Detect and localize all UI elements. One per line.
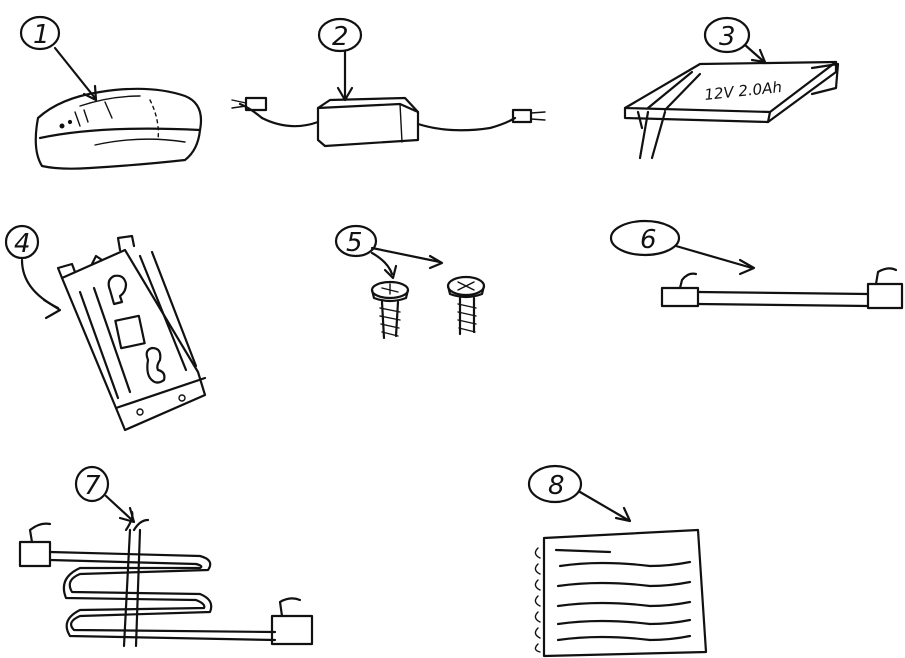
coiled-cable-icon <box>20 512 312 646</box>
battery-pack-icon: 12V 2.0Ah <box>625 62 838 158</box>
callout-3: 3 <box>705 18 749 52</box>
callout-1: 1 <box>21 17 59 50</box>
arrow-line <box>22 260 58 308</box>
mounting-bracket-icon <box>58 236 205 430</box>
arrow-head <box>44 300 60 318</box>
item-2: 2 <box>232 19 545 146</box>
item-8: 8 <box>529 466 706 656</box>
callout-number: 7 <box>84 471 101 501</box>
arrow-line <box>55 48 95 98</box>
screw-left <box>372 282 408 338</box>
screws-icon <box>372 277 484 338</box>
callout-5: 5 <box>336 226 376 258</box>
item-4: 4 <box>6 226 205 430</box>
screw-right <box>448 277 484 334</box>
callout-2: 2 <box>319 19 361 52</box>
callout-number: 5 <box>346 228 363 258</box>
callout-7: 7 <box>76 467 108 501</box>
callout-number: 8 <box>548 471 565 501</box>
callout-6: 6 <box>611 221 679 255</box>
arrow-line <box>745 45 762 60</box>
callout-number: 1 <box>33 20 50 50</box>
callout-number: 2 <box>332 22 349 52</box>
short-cable-icon <box>662 268 902 308</box>
device-housing-icon <box>36 89 201 169</box>
arrow-line <box>676 246 752 268</box>
callout-number: 3 <box>719 22 736 52</box>
callout-number: 4 <box>14 229 31 259</box>
callout-8: 8 <box>529 466 581 502</box>
callout-4: 4 <box>6 226 38 259</box>
item-5: 5 <box>336 226 484 338</box>
item-1: 1 <box>21 17 201 169</box>
power-adapter-icon <box>232 98 545 146</box>
item-6: 6 <box>611 221 902 308</box>
notebook-icon <box>535 530 706 656</box>
arrow-line <box>106 496 132 520</box>
item-7: 7 <box>20 467 312 646</box>
arrow-line <box>580 492 628 520</box>
item-3: 3 12V 2.0Ah <box>625 18 838 158</box>
battery-label: 12V 2.0Ah <box>704 78 783 104</box>
callout-number: 6 <box>640 225 657 255</box>
arrow-line-left <box>372 253 392 274</box>
